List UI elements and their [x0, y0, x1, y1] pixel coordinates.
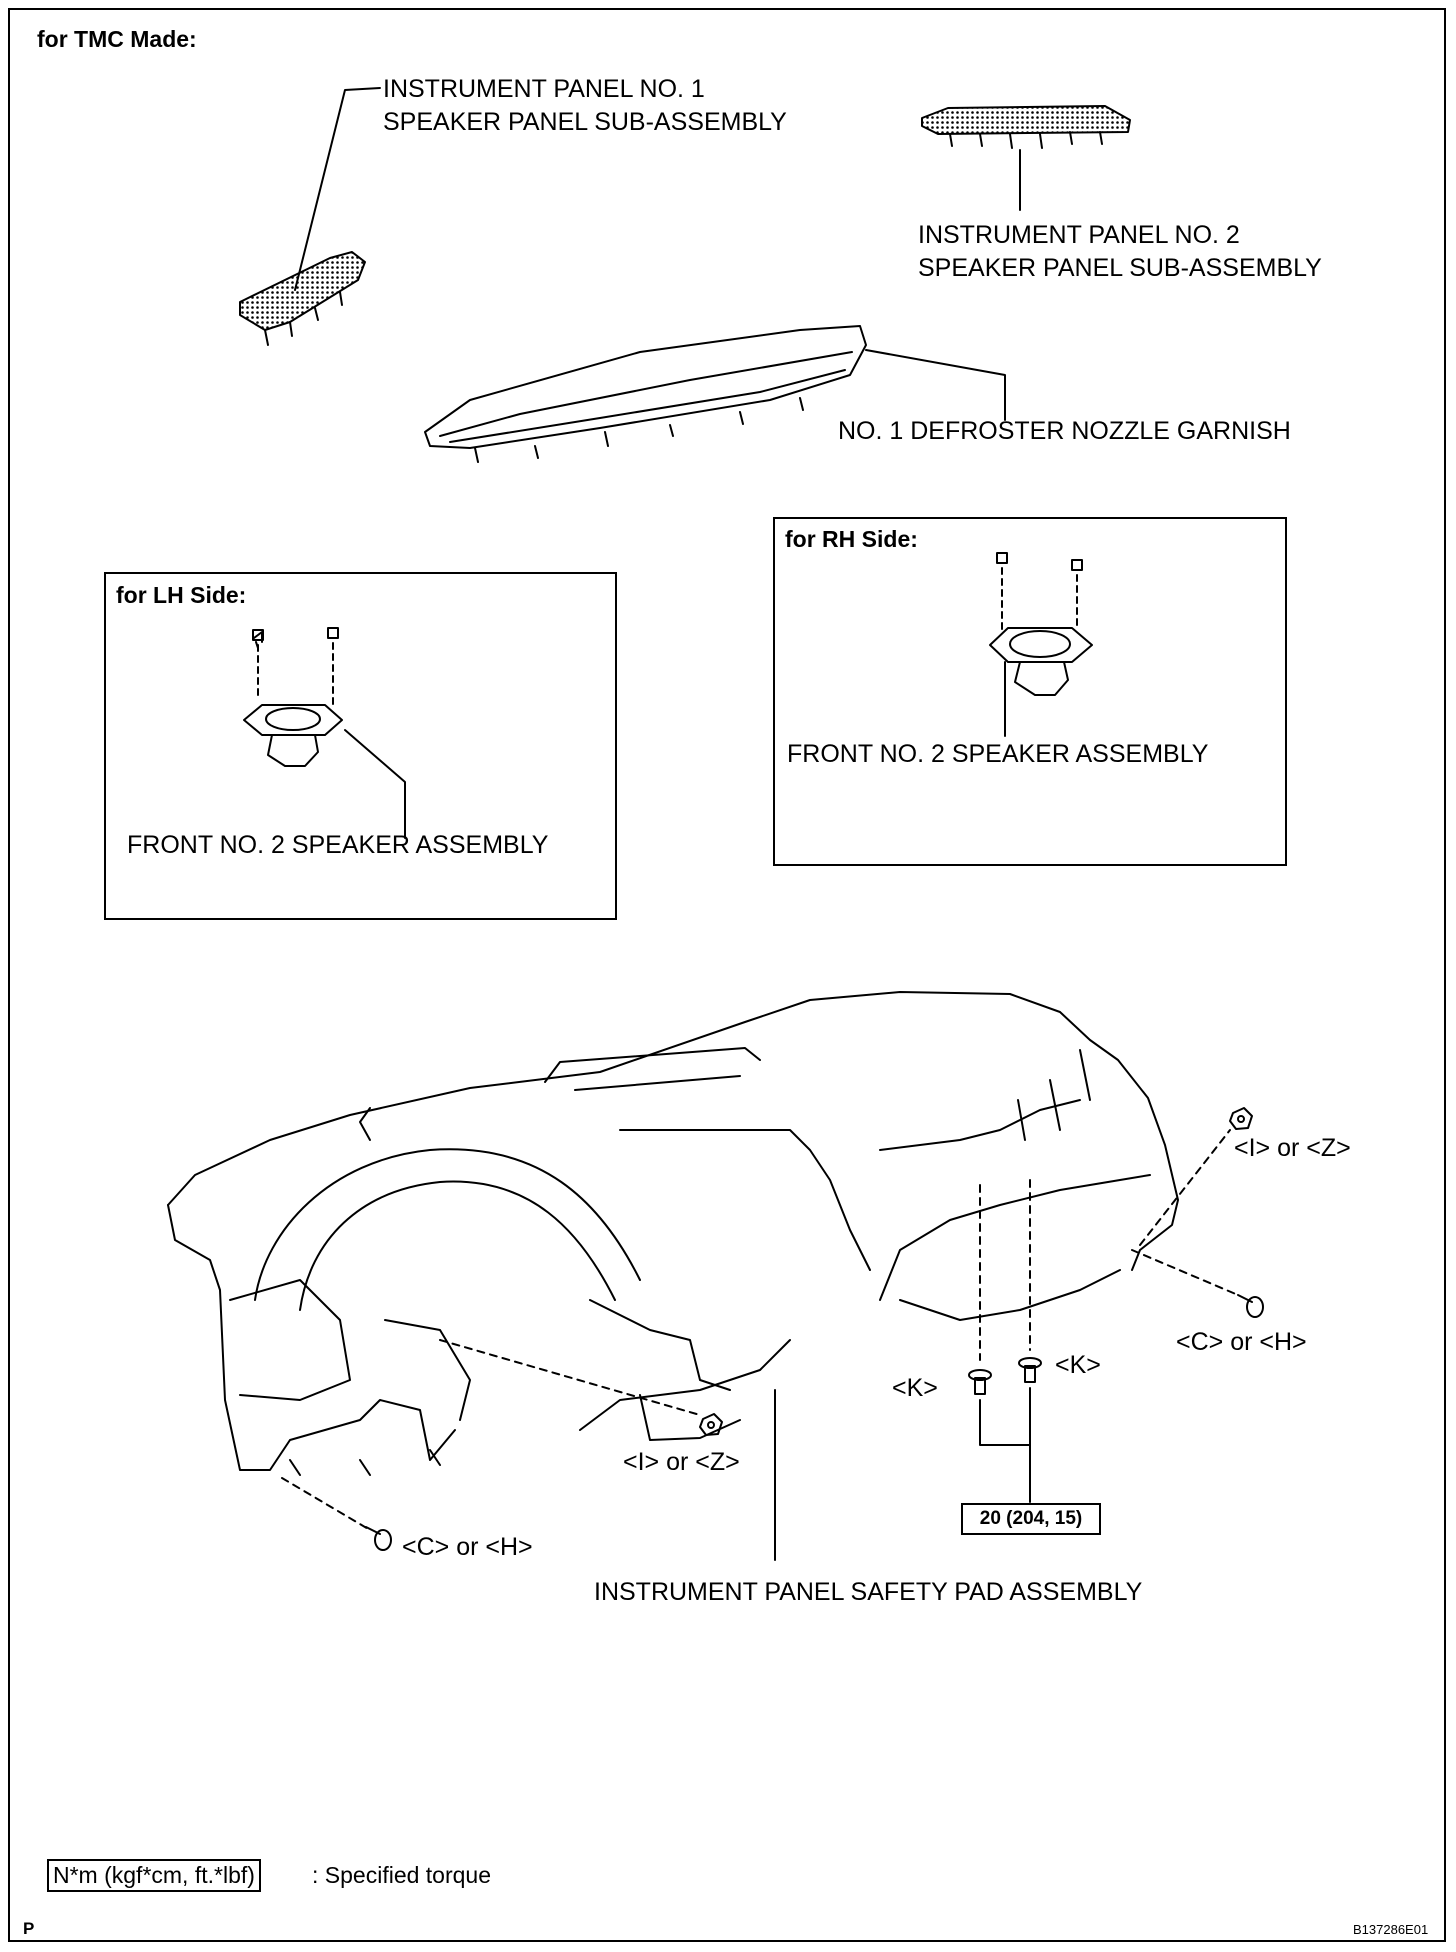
label-speaker-panel-2-line2: SPEAKER PANEL SUB-ASSEMBLY	[918, 254, 1322, 282]
label-left-bolt: <C> or <H>	[402, 1533, 533, 1561]
label-k-right: <K>	[1055, 1351, 1101, 1379]
leader-defroster-garnish	[865, 349, 1006, 421]
safety-pad-part	[167, 991, 1179, 1476]
rh-speaker-label: FRONT NO. 2 SPEAKER ASSEMBLY	[787, 740, 1209, 768]
rh-screw-left	[996, 552, 1008, 564]
figure-frame	[8, 8, 1446, 1942]
legend-unit-box: N*m (kgf*cm, ft.*lbf)	[47, 1859, 261, 1892]
section-letter: P	[23, 1919, 35, 1938]
torque-box: 20 (204, 15)	[961, 1503, 1101, 1535]
label-right-bolt: <C> or <H>	[1176, 1328, 1307, 1356]
figure-code: B137286E01	[1353, 1922, 1429, 1937]
bolt-left	[365, 1526, 392, 1551]
rh-screw-right	[1071, 559, 1083, 571]
condition-header: for TMC Made:	[37, 26, 197, 52]
rh-side-box: for RH Side: FRONT NO. 2 SPEAKER ASSEMBL…	[773, 517, 1287, 866]
legend-text: : Specified torque	[312, 1862, 492, 1888]
torque-bracket	[979, 1387, 1031, 1503]
label-center-nut: <I> or <Z>	[623, 1448, 740, 1476]
label-right-nut: <I> or <Z>	[1234, 1134, 1351, 1162]
dash-right-bolt	[1131, 1249, 1239, 1296]
label-speaker-panel-2-line1: INSTRUMENT PANEL NO. 2	[918, 221, 1240, 249]
rh-speaker-drawing	[989, 567, 1093, 696]
dash-right-nut	[1139, 1129, 1231, 1246]
label-speaker-panel-1-line2: SPEAKER PANEL SUB-ASSEMBLY	[383, 108, 787, 136]
label-safety-pad: INSTRUMENT PANEL SAFETY PAD ASSEMBLY	[594, 1578, 1143, 1606]
nut-right	[1229, 1107, 1253, 1130]
lh-side-title: for LH Side:	[116, 582, 247, 608]
bolt-k-left	[968, 1369, 992, 1395]
speaker-panel-2-part	[921, 105, 1131, 149]
bolt-k-right	[1018, 1357, 1042, 1383]
label-k-left: <K>	[892, 1374, 938, 1402]
rh-side-title: for RH Side:	[785, 526, 918, 552]
defroster-garnish-part	[424, 325, 867, 463]
leader-lh-speaker	[344, 729, 406, 839]
speaker-panel-1-part	[239, 251, 366, 346]
dash-center-nut	[439, 1339, 701, 1416]
lh-side-box: for LH Side: FRONT NO. 2 SPEAKER ASSEMBL…	[104, 572, 617, 920]
leader-speaker-panel-1	[294, 87, 381, 291]
label-speaker-panel-1-line1: INSTRUMENT PANEL NO. 1	[383, 75, 705, 103]
lh-speaker-label: FRONT NO. 2 SPEAKER ASSEMBLY	[127, 831, 549, 859]
nut-center	[699, 1413, 723, 1436]
label-defroster-garnish: NO. 1 DEFROSTER NOZZLE GARNISH	[838, 417, 1291, 445]
dash-left-bolt	[281, 1477, 371, 1531]
lh-speaker-drawing	[243, 627, 343, 767]
bolt-right	[1237, 1294, 1264, 1318]
